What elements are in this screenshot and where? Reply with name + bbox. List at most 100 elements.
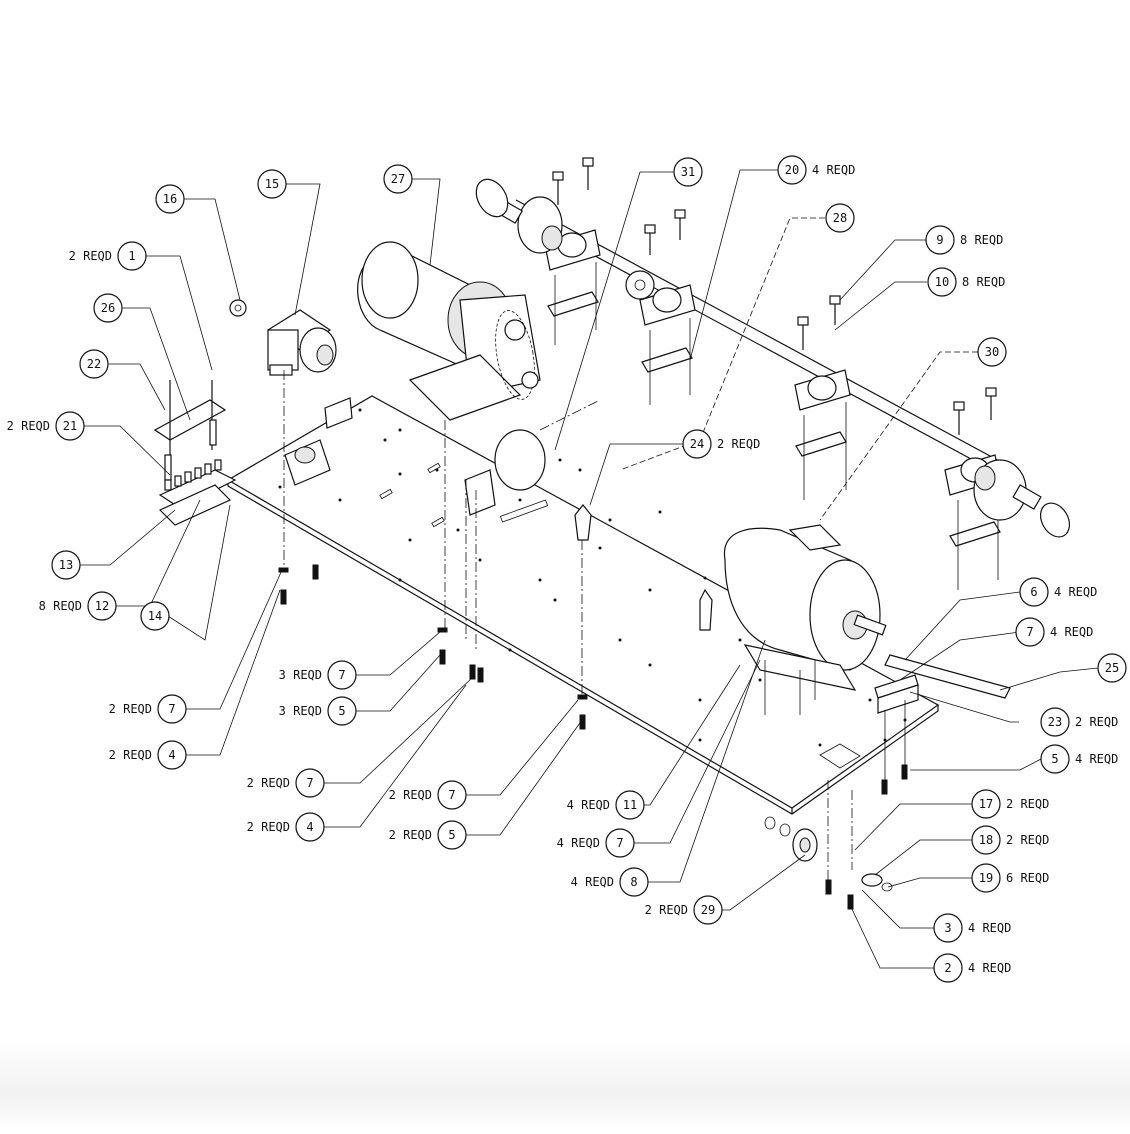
- callout-item-11: 11 4 REQD: [567, 790, 645, 820]
- callout-item-7: 72 REQD: [247, 768, 325, 798]
- callout-number: 11: [623, 798, 637, 812]
- callout-circle: [1019, 577, 1049, 607]
- callout-item-14: 14: [140, 601, 170, 631]
- callout-item-12: 128 REQD: [39, 591, 117, 621]
- callout-circle: [825, 203, 855, 233]
- callout-number: 17: [979, 797, 993, 811]
- callout-circle: [619, 867, 649, 897]
- callout-item-22: 22: [79, 349, 109, 379]
- callout-quantity: 4 REQD: [1075, 752, 1118, 766]
- callout-quantity: 2 REQD: [109, 748, 152, 762]
- callout-item-21: 21 2 REQD: [7, 411, 85, 441]
- callout-circle: [140, 601, 170, 631]
- gear-motor: [357, 241, 541, 421]
- callout-quantity: 2 REQD: [1006, 797, 1049, 811]
- callout-circle: [87, 591, 117, 621]
- callout-number: 7: [1026, 625, 1033, 639]
- callout-circle: [157, 740, 187, 770]
- callout-circle: [925, 225, 955, 255]
- callout-circle: [295, 768, 325, 798]
- callout-quantity: 2 REQD: [69, 249, 112, 263]
- callout-circle: [777, 155, 807, 185]
- callout-number: 19: [979, 871, 993, 885]
- callout-quantity: 2 REQD: [1006, 833, 1049, 847]
- callout-circle: [117, 241, 147, 271]
- callout-quantity: 4 REQD: [557, 836, 600, 850]
- callout-item-7: 72 REQD: [389, 780, 467, 810]
- callout-quantity: 6 REQD: [1006, 871, 1049, 885]
- callout-number: 7: [168, 702, 175, 716]
- callout-number: 18: [979, 833, 993, 847]
- callout-quantity: 2 REQD: [645, 903, 688, 917]
- callout-item-15: 15: [257, 169, 287, 199]
- callout-item-31: 31: [673, 157, 703, 187]
- leader-lines: [80, 169, 1099, 969]
- caster-wheel: [764, 816, 893, 892]
- callout-number: 7: [616, 836, 623, 850]
- shaft-sprocket: [625, 270, 655, 300]
- callout-quantity: 4 REQD: [968, 921, 1011, 935]
- callout-item-25: 25: [1097, 653, 1127, 683]
- callout-circle: [682, 429, 712, 459]
- callout-number: 24: [690, 437, 704, 451]
- callout-number: 21: [63, 419, 77, 433]
- callout-circle: [933, 953, 963, 983]
- key-bar: [884, 654, 1011, 699]
- callout-number: 23: [1048, 715, 1062, 729]
- callout-circle: [933, 913, 963, 943]
- callout-number: 16: [163, 192, 177, 206]
- callout-item-7: 7 4 REQD: [557, 828, 635, 858]
- callout-number: 7: [306, 776, 313, 790]
- callout-number: 5: [1051, 752, 1058, 766]
- callout-number: 20: [785, 163, 799, 177]
- callout-number: 9: [936, 233, 943, 247]
- callout-circle: [971, 863, 1001, 893]
- callout-number: 8: [630, 875, 637, 889]
- callout-circle: [295, 812, 325, 842]
- callout-number: 4: [168, 748, 175, 762]
- callout-circle: [1097, 653, 1127, 683]
- callout-number: 5: [448, 828, 455, 842]
- pillow-blocks: [544, 229, 1001, 496]
- angle-bracket: [874, 674, 919, 714]
- callout-item-7: 72 REQD: [109, 694, 187, 724]
- callout-circle: [977, 337, 1007, 367]
- callout-item-28: 28: [825, 203, 855, 233]
- callout-item-17: 17 2 REQD: [971, 789, 1049, 819]
- callout-circle: [437, 820, 467, 850]
- callout-item-1: 12 REQD: [69, 241, 147, 271]
- callout-item-19: 19 6 REQD: [971, 863, 1049, 893]
- callout-circle: [93, 293, 123, 323]
- callout-number: 7: [338, 668, 345, 682]
- callout-quantity: 4 REQD: [567, 798, 610, 812]
- callout-item-23: 23 2 REQD: [1040, 707, 1118, 737]
- callout-number: 4: [306, 820, 313, 834]
- bolts-top: [552, 157, 997, 435]
- spray-nozzles: [574, 504, 713, 631]
- callout-item-5: 52 REQD: [389, 820, 467, 850]
- bottom-shadow: [0, 1040, 1130, 1130]
- callout-quantity: 2 REQD: [7, 419, 50, 433]
- callout-quantity: 2 REQD: [247, 820, 290, 834]
- left-end-hub: [475, 178, 563, 254]
- callout-number: 3: [944, 921, 951, 935]
- callout-number: 25: [1105, 661, 1119, 675]
- callout-number: 26: [101, 301, 115, 315]
- callout-quantity: 4 REQD: [968, 961, 1011, 975]
- callout-number: 27: [391, 172, 405, 186]
- callout-item-13: 13: [51, 550, 81, 580]
- callout-circle: [51, 550, 81, 580]
- callout-circle: [1015, 617, 1045, 647]
- callout-circle: [971, 789, 1001, 819]
- lock-nut: [229, 299, 247, 317]
- callout-circle: [605, 828, 635, 858]
- callout-quantity: 2 REQD: [1075, 715, 1118, 729]
- callout-item-16: 16: [155, 184, 185, 214]
